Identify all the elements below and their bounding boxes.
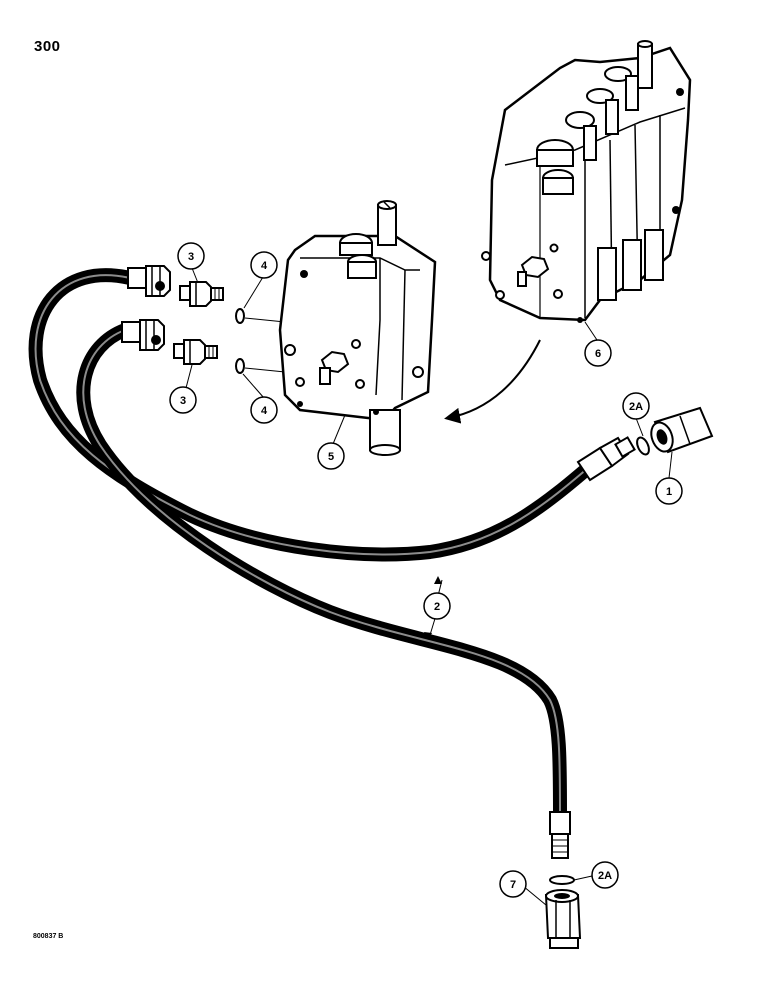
- o-ring-bottom: [235, 358, 245, 374]
- callout-4-top-label: 4: [261, 260, 268, 272]
- callout-5-label: 5: [328, 451, 334, 463]
- hose-end-bottom: [549, 811, 571, 859]
- hose-assembly: [28, 268, 602, 822]
- callout-7: 7: [499, 870, 527, 898]
- hose-end-right: [576, 436, 636, 482]
- valve-bank-6: [481, 40, 692, 323]
- replacement-arrow: [444, 339, 541, 424]
- coupler-1: [650, 406, 714, 454]
- leader-lines: [185, 267, 673, 906]
- callout-2-label: 2: [434, 601, 440, 613]
- page-number: 300: [34, 38, 61, 55]
- callout-7-label: 7: [510, 879, 516, 891]
- callout-6: 6: [584, 339, 612, 367]
- callout-3-bottom: 3: [169, 386, 197, 414]
- callout-2a-bottom: 2A: [591, 861, 619, 889]
- o-ring-right: [636, 436, 650, 456]
- o-ring-top: [235, 308, 245, 324]
- callout-4-bottom: 4: [250, 396, 278, 424]
- coupler-7: [544, 889, 582, 949]
- callout-1-label: 1: [666, 486, 672, 498]
- callout-2a-top: 2A: [622, 392, 650, 420]
- valve-section-5: [278, 200, 437, 456]
- callout-1: 1: [655, 477, 683, 505]
- callout-6-label: 6: [595, 348, 601, 360]
- callout-2a-top-label: 2A: [629, 401, 643, 413]
- adapter-bottom: [173, 339, 218, 365]
- adapter-top: [179, 281, 224, 307]
- callout-5: 5: [317, 442, 345, 470]
- callout-2: 2: [423, 592, 451, 620]
- callout-4-bottom-label: 4: [261, 405, 268, 417]
- hose-fitting-bottom: [121, 319, 165, 351]
- callout-3-top: 3: [177, 242, 205, 270]
- callout-2a-bottom-label: 2A: [598, 870, 612, 882]
- drawing-code: 800837 B: [33, 933, 64, 940]
- o-ring-bottom-fitting: [549, 875, 575, 885]
- callout-4-top: 4: [250, 251, 278, 279]
- hose-fitting-top: [127, 265, 171, 297]
- callout-3-top-label: 3: [188, 251, 194, 263]
- callout-3-bottom-label: 3: [180, 395, 186, 407]
